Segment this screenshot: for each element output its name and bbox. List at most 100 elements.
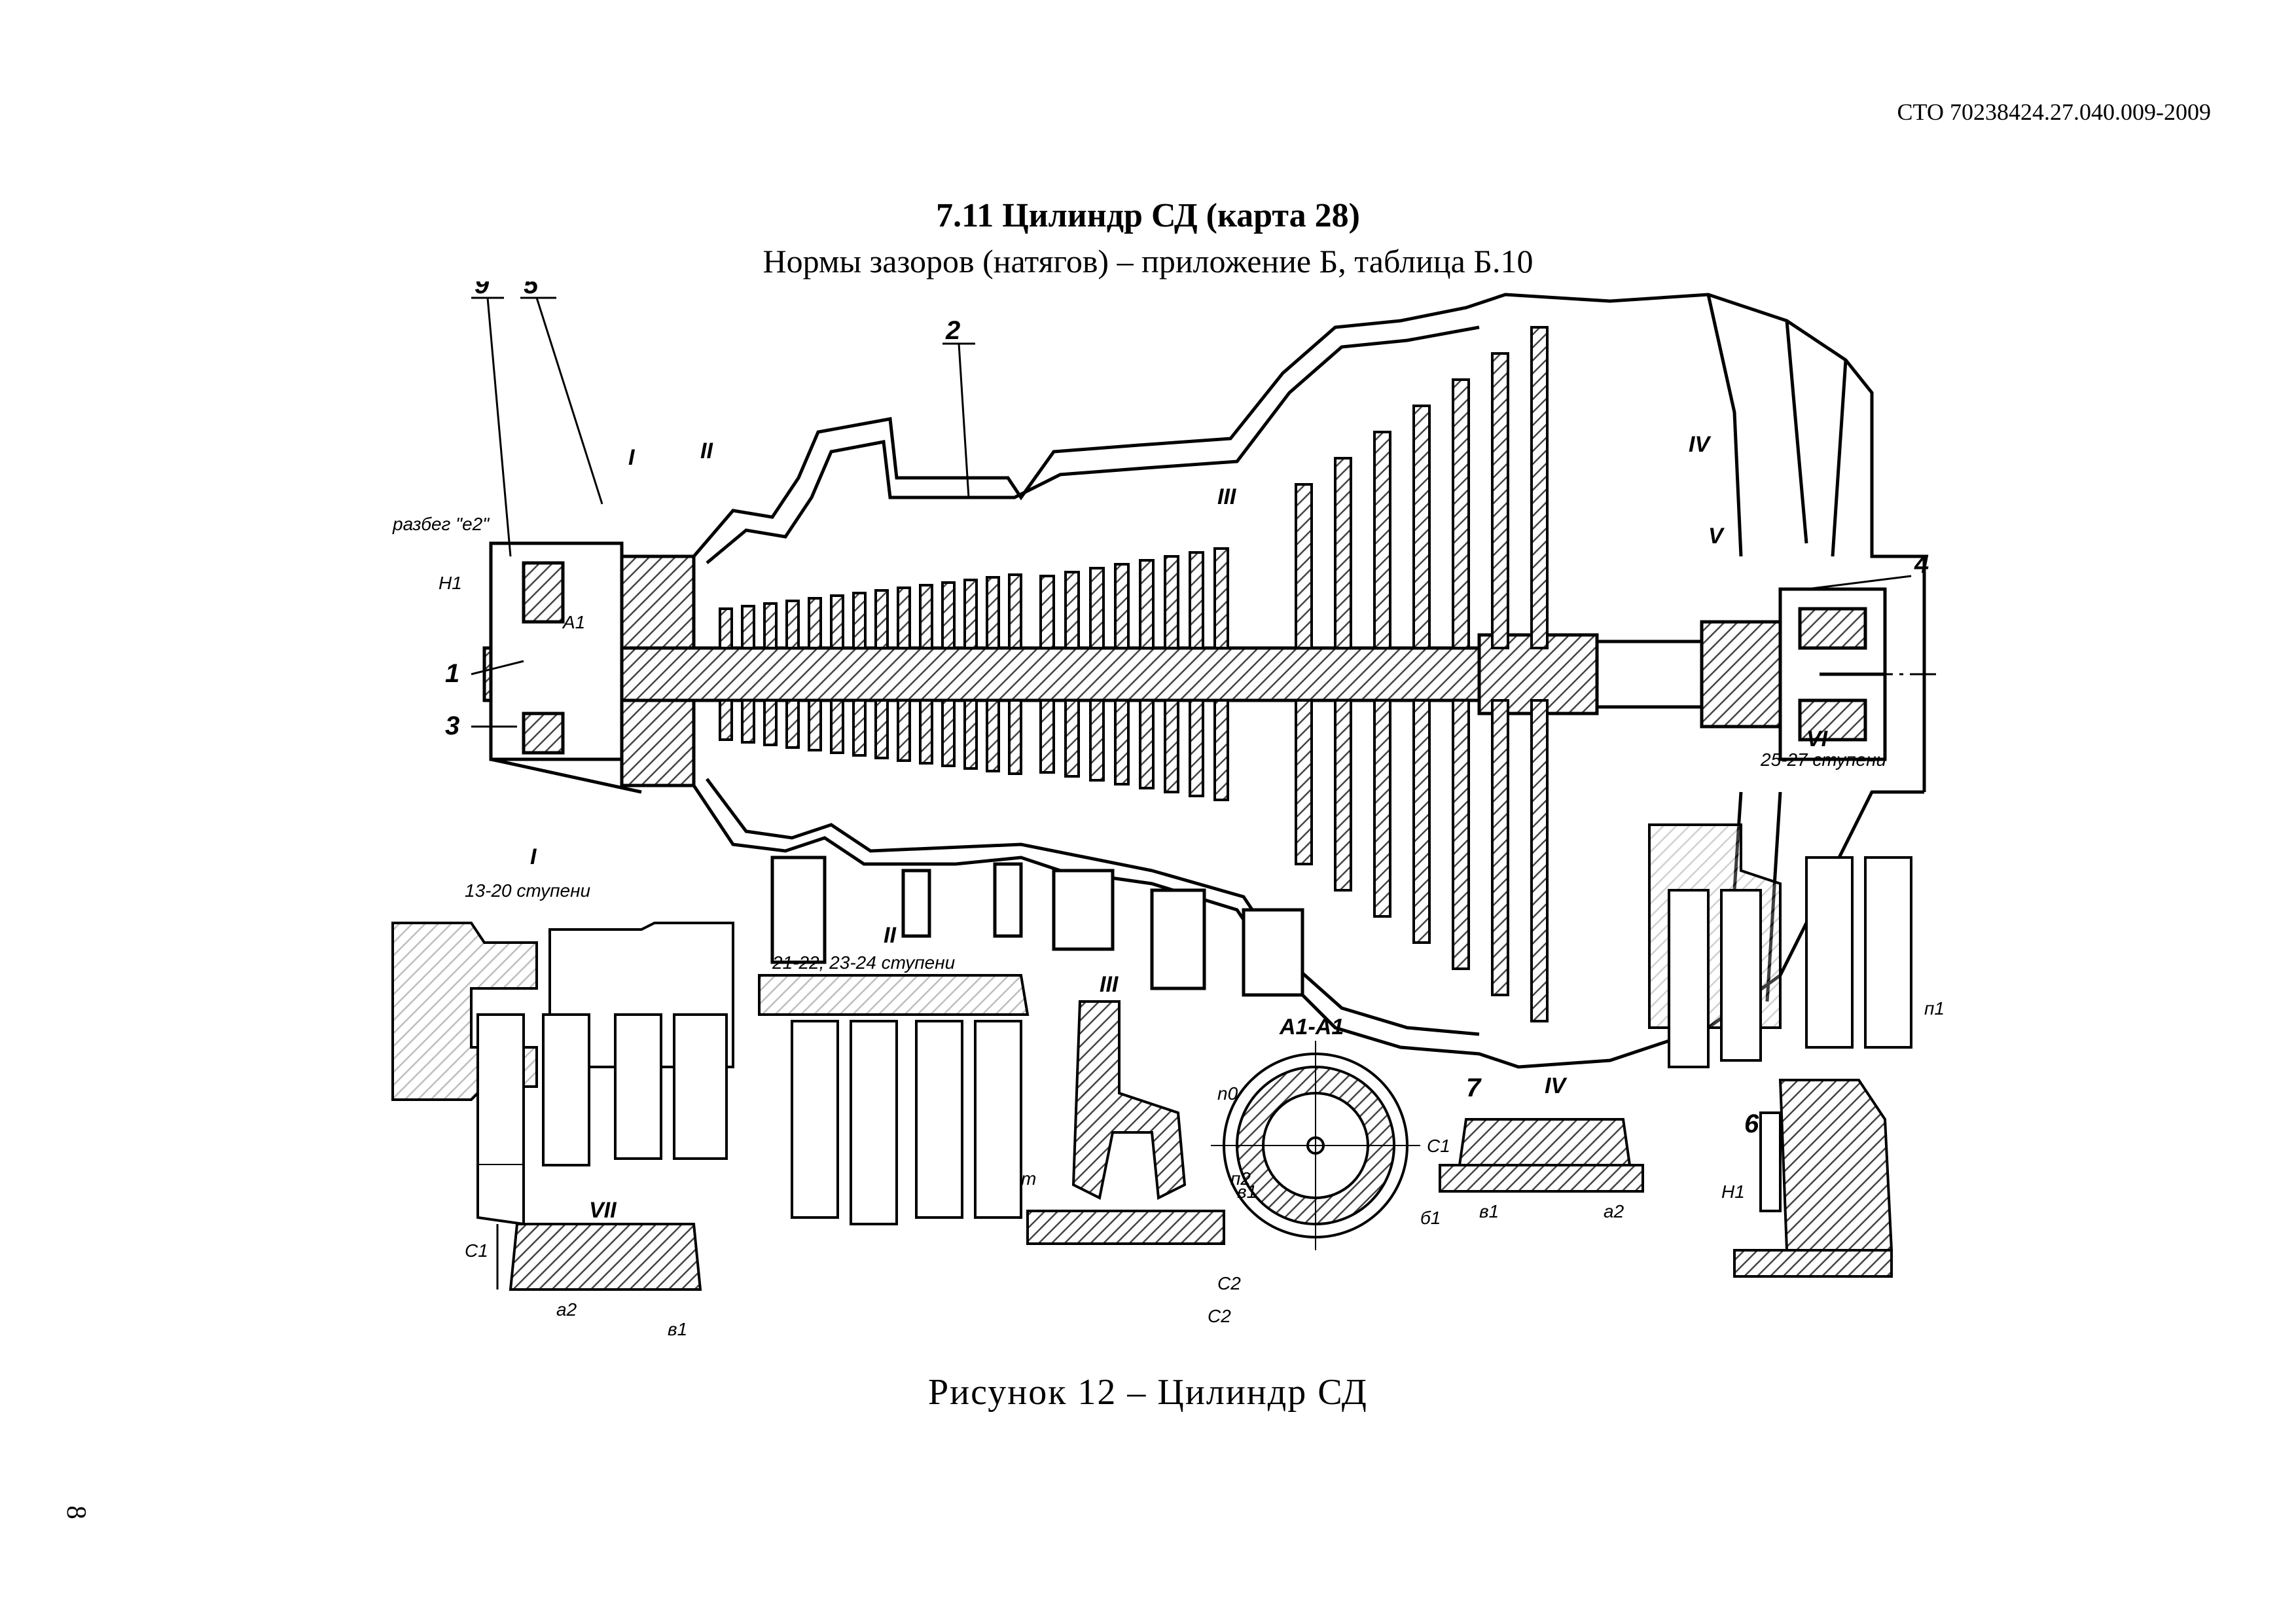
- blade-bot-17: [1114, 699, 1130, 785]
- label-main-v: V: [1708, 524, 1725, 549]
- turbine-cylinder-drawing: 9 5 2 1 3 4 6 7 I II III IV V VI VII IV …: [367, 270, 1957, 1362]
- blade-bot-6: [852, 699, 867, 757]
- svg-text:в1: в1: [1479, 1201, 1499, 1221]
- blade-bot-15: [1064, 699, 1080, 778]
- misc-labels: разбег "е2" Н1 А1 13-20 ступени 21-22, 2…: [392, 514, 1886, 973]
- blade-bot-24: [1373, 699, 1391, 918]
- callout-leaders: [471, 297, 1912, 728]
- dimension-labels: С1 С2 а2 в1 в1 а2 С1 в1 б1 п2 п1 т Н1 С2…: [465, 998, 1945, 1339]
- blade-top-21: [1213, 547, 1229, 649]
- blade-top-0: [719, 607, 733, 649]
- svg-text:б1: б1: [1420, 1208, 1441, 1228]
- blade-top-28: [1530, 326, 1549, 649]
- blade-bot-13: [1008, 699, 1022, 775]
- blade-top-25: [1412, 405, 1431, 649]
- svg-text:в1: в1: [1237, 1182, 1257, 1202]
- blade-bot-19: [1164, 699, 1179, 793]
- svg-text:п1: п1: [1924, 998, 1945, 1019]
- label-detail-iv: IV: [1545, 1074, 1568, 1098]
- blade-top-12: [986, 576, 1000, 649]
- blade-top-20: [1189, 551, 1204, 649]
- blade-top-4: [808, 597, 822, 649]
- callout-9: 9: [475, 281, 490, 299]
- blade-top-3: [785, 600, 800, 649]
- label-main-iii: IV: [1689, 432, 1712, 457]
- detail-v: [1733, 1079, 1893, 1278]
- blade-bot-25: [1412, 699, 1431, 944]
- blade-top-17: [1114, 563, 1130, 649]
- blade-bot-28: [1530, 699, 1549, 1022]
- razbeg-label: разбег "е2": [392, 514, 490, 534]
- blade-top-8: [897, 586, 911, 649]
- detail-ii-stages-21-24: [758, 974, 1030, 1225]
- blade-top-9: [919, 584, 933, 649]
- blade-bot-7: [874, 699, 889, 759]
- section-a1-a1: [1211, 1041, 1420, 1250]
- document-code: СТО 70238424.27.040.009-2009: [1897, 99, 2211, 125]
- main-section: [482, 293, 1937, 1069]
- blade-top-14: [1039, 575, 1055, 649]
- blade-top-15: [1064, 571, 1080, 649]
- h1-label: Н1: [439, 573, 462, 593]
- stages-13-20-label: 13-20 ступени: [465, 880, 590, 901]
- blade-bot-23: [1334, 699, 1352, 892]
- detail-vi-stages-25-27: [1648, 823, 1912, 1068]
- callout-6: 6: [1744, 1110, 1759, 1138]
- detail-iv: [1439, 1118, 1644, 1193]
- label-main-ii: III: [1217, 484, 1237, 509]
- callout-4: 4: [1914, 550, 1929, 579]
- blade-bot-12: [986, 699, 1000, 772]
- svg-text:в1: в1: [668, 1319, 687, 1339]
- blade-top-13: [1008, 573, 1022, 649]
- blade-top-22: [1295, 483, 1313, 649]
- svg-text:n0: n0: [1217, 1083, 1238, 1104]
- blade-top-19: [1164, 555, 1179, 649]
- blade-rows: [719, 326, 1549, 1022]
- label-section-a1: А1-А1: [1279, 1015, 1344, 1039]
- blade-top-6: [852, 592, 867, 649]
- detail-i-stages-13-20: [391, 922, 734, 1226]
- blade-top-23: [1334, 457, 1352, 649]
- blade-top-18: [1139, 559, 1155, 649]
- blade-top-24: [1373, 431, 1391, 649]
- label-detail-i: I: [530, 844, 537, 869]
- page-number: 8: [61, 1506, 91, 1519]
- blade-bot-2: [763, 699, 778, 746]
- stages-25-27-label: 25-27 ступени: [1760, 749, 1886, 770]
- blade-bot-1: [741, 699, 755, 744]
- svg-text:С2: С2: [1208, 1306, 1231, 1326]
- svg-text:С2: С2: [1217, 1273, 1241, 1293]
- blade-bot-18: [1139, 699, 1155, 789]
- blade-bot-16: [1089, 699, 1105, 782]
- blade-bot-26: [1452, 699, 1470, 970]
- svg-text:Н1: Н1: [1721, 1182, 1745, 1202]
- label-main-i: II: [700, 439, 713, 463]
- callout-2: 2: [945, 316, 960, 345]
- blade-top-16: [1089, 567, 1105, 649]
- label-main-iv: I: [628, 445, 636, 470]
- svg-text:а2: а2: [1604, 1201, 1624, 1221]
- label-detail-ii: II: [884, 923, 897, 948]
- callout-5: 5: [524, 281, 539, 299]
- label-detail-vii: VII: [589, 1198, 617, 1223]
- blade-top-11: [963, 579, 978, 649]
- callout-3: 3: [445, 712, 459, 740]
- blade-bot-9: [919, 699, 933, 765]
- svg-text:т: т: [1021, 1168, 1036, 1189]
- section-subtitle: Нормы зазоров (натягов) – приложение Б, …: [762, 243, 1534, 280]
- blade-bot-4: [808, 699, 822, 751]
- blade-bot-8: [897, 699, 911, 762]
- blade-top-7: [874, 589, 889, 649]
- blade-bot-20: [1189, 699, 1204, 797]
- blade-top-2: [763, 602, 778, 649]
- blade-bot-11: [963, 699, 978, 770]
- blade-top-10: [941, 581, 956, 649]
- blade-top-27: [1491, 352, 1509, 649]
- label-detail-iii: III: [1100, 972, 1119, 997]
- callout-1: 1: [445, 659, 459, 688]
- blade-bot-21: [1213, 699, 1229, 801]
- blade-top-26: [1452, 378, 1470, 649]
- stages-21-24-label: 21-22, 23-24 ступени: [772, 952, 956, 973]
- blade-bot-0: [719, 699, 733, 741]
- blade-bot-3: [785, 699, 800, 749]
